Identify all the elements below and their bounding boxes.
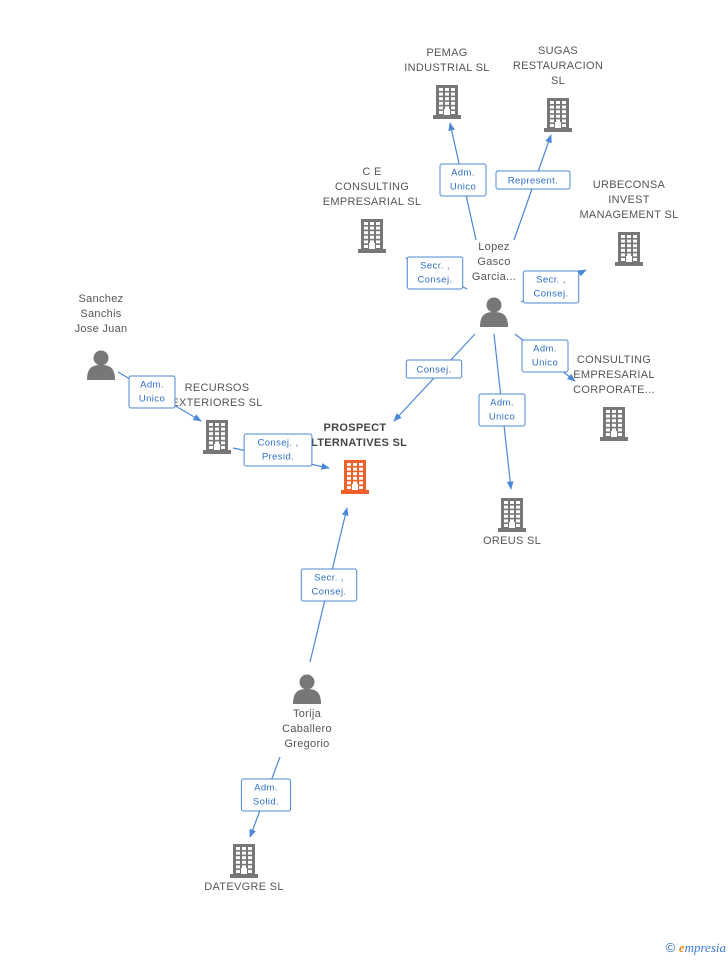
node-label-oreus: OREUS SL xyxy=(483,535,541,547)
node-prospect[interactable]: PROSPECT ALTERNATIVES SL xyxy=(303,422,407,494)
relation-badge-text: Secr. , xyxy=(536,275,566,286)
node-label-ce: CONSULTING xyxy=(335,181,409,193)
node-label-pemag: INDUSTRIAL SL xyxy=(404,62,489,74)
node-label-lopez: Gasco xyxy=(477,256,510,268)
relation-badge-text: Presid. xyxy=(262,452,294,463)
node-label-ce: C E xyxy=(362,166,381,178)
brand-name: mpresia xyxy=(684,940,726,955)
relation-badge-text: Consej. xyxy=(417,275,452,286)
node-label-prospect: ALTERNATIVES SL xyxy=(303,437,407,449)
node-sugas[interactable]: SUGAS RESTAURACION SL xyxy=(513,45,603,132)
node-ce[interactable]: C E CONSULTING EMPRESARIAL SL xyxy=(323,166,422,253)
node-label-recursos: EXTERIORES SL xyxy=(171,397,262,409)
node-label-consulting: CORPORATE... xyxy=(573,384,655,396)
relation-badge-lopez-sugas[interactable]: Represent. xyxy=(495,170,571,190)
building-icon xyxy=(230,844,258,878)
building-icon xyxy=(600,407,628,441)
relation-badge-text: Represent. xyxy=(508,176,558,187)
node-label-pemag: PEMAG xyxy=(426,47,467,59)
node-datevgre[interactable]: DATEVGRE SL xyxy=(204,844,284,893)
node-consulting[interactable]: CONSULTING EMPRESARIAL CORPORATE... xyxy=(573,354,655,441)
building-icon xyxy=(615,232,643,266)
node-label-lopez: Lopez xyxy=(478,241,509,253)
node-label-prospect: PROSPECT xyxy=(324,422,387,434)
relation-badge-text: Adm. xyxy=(490,398,514,409)
relation-badge-lopez-ce[interactable]: Secr. , Consej. xyxy=(406,256,464,290)
relation-badge-text: Unico xyxy=(532,358,558,369)
node-label-sugas: RESTAURACION xyxy=(513,60,603,72)
node-label-datevgre: DATEVGRE SL xyxy=(204,881,284,893)
node-label-sanchez: Sanchis xyxy=(80,308,121,320)
node-label-torija: Caballero xyxy=(282,723,332,735)
building-icon xyxy=(358,219,386,253)
relation-badge-text: Secr. , xyxy=(314,573,344,584)
node-pemag[interactable]: PEMAG INDUSTRIAL SL xyxy=(404,47,489,119)
relation-badge-recursos-prospect[interactable]: Consej. , Presid. xyxy=(243,433,313,467)
building-icon xyxy=(203,420,231,454)
relation-badge-text: Consej. , xyxy=(257,438,298,449)
relation-badge-text: Adm. xyxy=(533,344,557,355)
node-label-sanchez: Jose Juan xyxy=(75,323,128,335)
relation-badge-lopez-urbeconsa[interactable]: Secr. , Consej. xyxy=(522,270,580,304)
node-label-recursos: RECURSOS xyxy=(185,382,250,394)
node-lopez[interactable]: LopezGascoGarcia... xyxy=(472,241,516,327)
relation-badge-torija-prospect[interactable]: Secr. , Consej. xyxy=(300,568,358,602)
relation-badge-text: Consej. xyxy=(311,587,346,598)
person-icon xyxy=(480,297,508,327)
relation-badge-lopez-prospect[interactable]: Consej. xyxy=(405,359,463,379)
relation-badge-lopez-oreus[interactable]: Adm. Unico xyxy=(478,393,526,427)
node-recursos[interactable]: RECURSOS EXTERIORES SL xyxy=(171,382,262,454)
relation-badge-text: Unico xyxy=(450,182,476,193)
node-urbeconsa[interactable]: URBECONSA INVEST MANAGEMENT SL xyxy=(579,179,678,266)
relation-badge-text: Consej. xyxy=(416,365,451,376)
copyright-symbol: © xyxy=(665,940,676,955)
nodes-layer: PROSPECT ALTERNATIVES SL PEMAG INDUSTRIAL S… xyxy=(75,45,679,893)
relation-badge-text: Unico xyxy=(489,412,515,423)
node-oreus[interactable]: OREUS SL xyxy=(483,498,541,547)
relation-badge-text: Adm. xyxy=(140,380,164,391)
building-icon xyxy=(341,460,369,494)
node-label-sugas: SUGAS xyxy=(538,45,578,57)
relation-badge-torija-datevgre[interactable]: Adm. Solid. xyxy=(240,778,292,812)
node-label-consulting: EMPRESARIAL xyxy=(573,369,655,381)
building-icon xyxy=(544,98,572,132)
node-label-lopez: Garcia... xyxy=(472,271,516,283)
relation-badge-text: Solid. xyxy=(253,797,279,808)
building-icon xyxy=(433,85,461,119)
building-icon xyxy=(498,498,526,532)
node-label-urbeconsa: MANAGEMENT SL xyxy=(579,209,678,221)
node-label-urbeconsa: URBECONSA xyxy=(593,179,666,191)
relation-badge-text: Adm. xyxy=(451,168,475,179)
node-label-sanchez: Sanchez xyxy=(79,293,124,305)
relation-badge-text: Secr. , xyxy=(420,261,450,272)
node-label-torija: Torija xyxy=(293,708,322,720)
node-label-sugas: SL xyxy=(551,75,565,87)
relation-badge-sanchez-recursos[interactable]: Adm. Unico xyxy=(128,375,176,409)
person-icon xyxy=(87,350,115,380)
node-label-ce: EMPRESARIAL SL xyxy=(323,196,422,208)
relation-badge-text: Consej. xyxy=(533,289,568,300)
person-icon xyxy=(293,674,321,704)
node-label-urbeconsa: INVEST xyxy=(608,194,650,206)
node-label-torija: Gregorio xyxy=(284,738,329,750)
node-label-consulting: CONSULTING xyxy=(577,354,651,366)
empresia-watermark: © empresia xyxy=(666,940,726,956)
relation-badge-text: Unico xyxy=(139,394,165,405)
relation-badge-lopez-pemag[interactable]: Adm. Unico xyxy=(439,163,487,197)
brand-initial: e xyxy=(678,940,685,955)
relation-badge-text: Adm. xyxy=(254,783,278,794)
relation-badge-lopez-consulting[interactable]: Adm. Unico xyxy=(521,339,569,373)
